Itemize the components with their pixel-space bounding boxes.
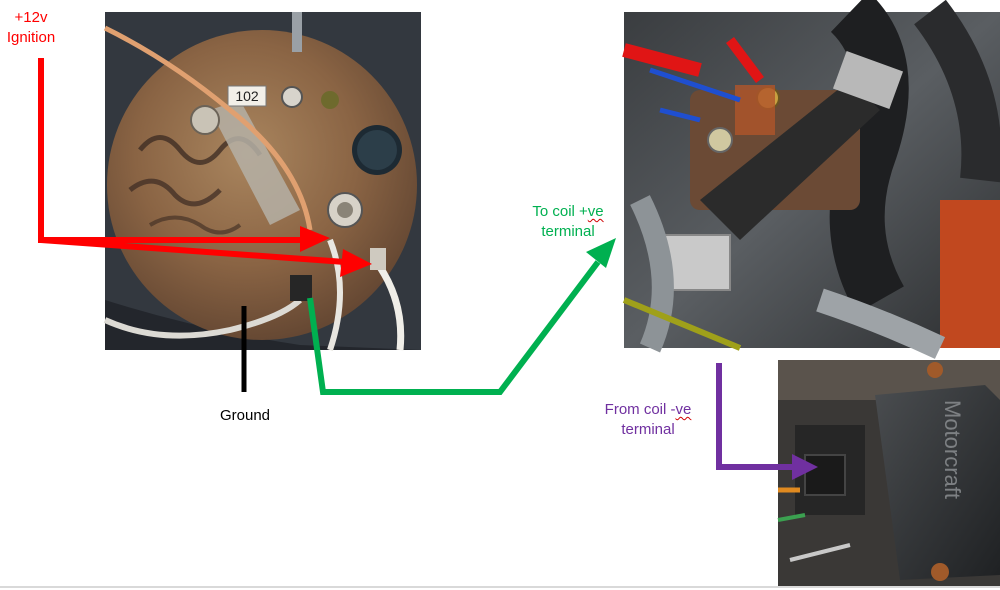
ground-label-text: Ground (219, 407, 271, 424)
ignition-label: +12v Ignition (0, 8, 62, 48)
gauge-label-text: 102 (235, 88, 259, 104)
coil-negative-label-ve: ve (675, 401, 692, 418)
coil-positive-arrow (307, 238, 616, 395)
coil-positive-label-line2: terminal (541, 223, 595, 240)
coil-negative-label: From coil -ve terminal (586, 400, 710, 440)
coil-positive-label-ve: ve (587, 203, 604, 220)
coil-positive-label-prefix: To coil + (532, 203, 588, 220)
ignition-arrows (38, 58, 372, 277)
coil-negative-arrow (716, 363, 818, 480)
ignition-arrowhead-lower (340, 249, 372, 277)
coil-negative-label-line2: terminal (621, 421, 675, 438)
ignition-label-line2: Ignition (6, 29, 56, 46)
ignition-arrowhead-upper (300, 226, 330, 252)
coil-positive-label: To coil +ve terminal (518, 202, 618, 242)
module-photo: Motorcraft (777, 360, 1000, 586)
ignition-label-line1: +12v (14, 9, 48, 26)
bottom-divider (0, 586, 1000, 588)
ignition-arrow-branch (40, 237, 346, 265)
module-brand-text: Motorcraft (940, 400, 965, 499)
coil-photo (622, 0, 1000, 359)
coil-negative-label-prefix: From coil - (604, 401, 676, 418)
ground-label: Ground (204, 406, 286, 426)
gauge-photo: 102 (103, 12, 421, 351)
